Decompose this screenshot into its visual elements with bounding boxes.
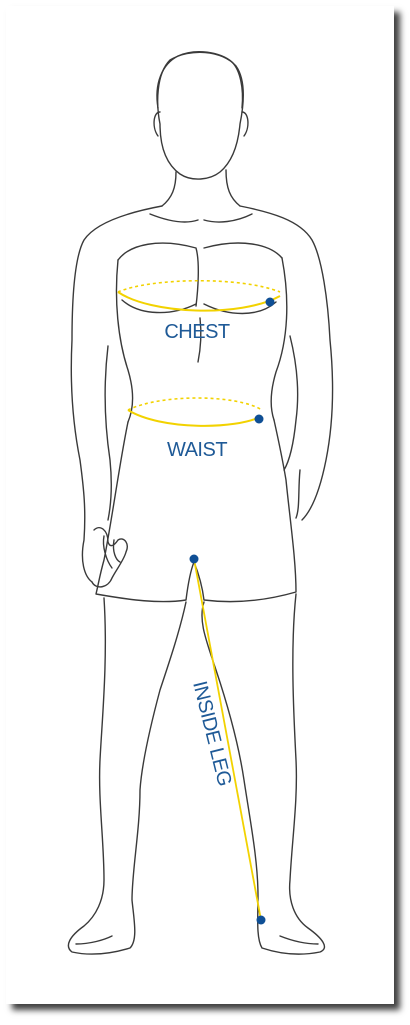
chest-measure-back-line	[118, 281, 280, 292]
inside-leg-top-point	[190, 555, 199, 564]
waist-measure-point	[255, 415, 264, 424]
left-hand-outline	[92, 528, 127, 587]
left-arm-outline	[71, 206, 162, 582]
chest-measure-front-line	[118, 292, 280, 311]
chest-measure-point	[266, 298, 275, 307]
waist-measure-back-line	[128, 398, 262, 410]
waist-label: WAIST	[167, 439, 227, 461]
right-arm-outline	[240, 206, 333, 520]
left-leg-outline	[68, 598, 186, 954]
inside-leg-measurement: INSIDE LEG	[188, 555, 265, 925]
inside-leg-bottom-point	[257, 916, 266, 925]
inside-leg-label: INSIDE LEG	[188, 679, 235, 788]
head-outline	[158, 52, 244, 179]
waist-measurement: WAIST	[128, 398, 264, 461]
waist-measure-front-line	[128, 410, 262, 426]
body-outline	[68, 52, 332, 954]
chest-label: CHEST	[164, 321, 230, 343]
chest-outline	[118, 243, 198, 306]
